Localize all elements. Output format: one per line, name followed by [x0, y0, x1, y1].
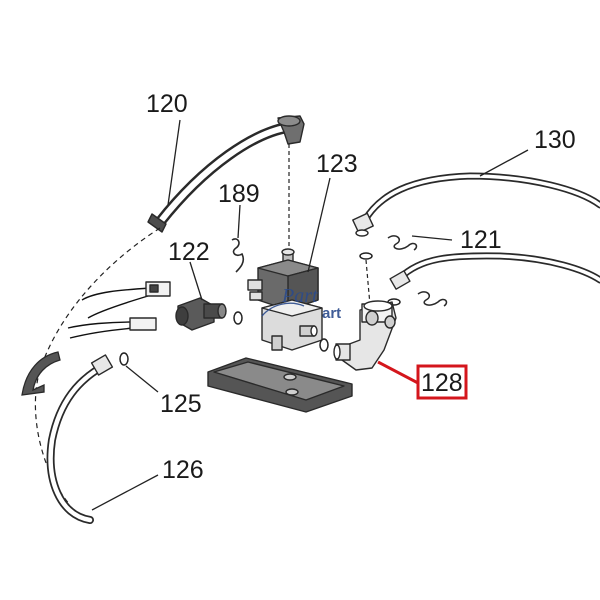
label-125: 125 [160, 390, 202, 418]
highlight-box-128 [416, 364, 468, 400]
leader-125 [125, 365, 159, 393]
leader-126 [91, 474, 159, 511]
o-ring-122 [233, 311, 243, 325]
label-128: 128 [421, 369, 463, 397]
leader-128-highlight [377, 360, 419, 385]
spring-clip-121b [417, 291, 448, 307]
watermark-swoosh-icon [261, 302, 305, 317]
part-122-wiring-and-fitting [67, 281, 243, 339]
part-123-solenoid-valve [247, 248, 323, 351]
part-189-spring-clip [231, 238, 245, 273]
dashed-guide-130 [365, 259, 371, 306]
leader-122 [189, 261, 203, 301]
part-120-hose [147, 115, 305, 233]
watermark-small-text: art [322, 305, 341, 322]
label-120: 120 [146, 90, 188, 118]
watermark-text: Part [281, 285, 318, 307]
label-123: 123 [316, 150, 358, 178]
watermark-logo: Part art [261, 285, 341, 322]
part-130-tube [352, 172, 600, 260]
leader-120 [167, 119, 181, 206]
o-ring-125 [119, 352, 129, 366]
part-121-tube [387, 252, 600, 306]
label-189: 189 [218, 180, 260, 208]
leader-123 [307, 177, 331, 273]
label-121: 121 [460, 226, 502, 254]
leader-121 [411, 235, 453, 241]
leader-130 [479, 149, 529, 177]
part-128-elbow-connector [319, 300, 397, 371]
leader-189 [237, 204, 241, 239]
spring-clip-121a [387, 235, 418, 251]
label-122: 122 [168, 238, 210, 266]
label-126: 126 [162, 456, 204, 484]
part-126-tube [46, 354, 114, 524]
part-125-retaining-clip [21, 351, 61, 396]
mounting-plate [207, 357, 353, 413]
label-130: 130 [534, 126, 576, 154]
o-ring-130 [359, 252, 373, 260]
o-ring-128 [319, 338, 329, 352]
